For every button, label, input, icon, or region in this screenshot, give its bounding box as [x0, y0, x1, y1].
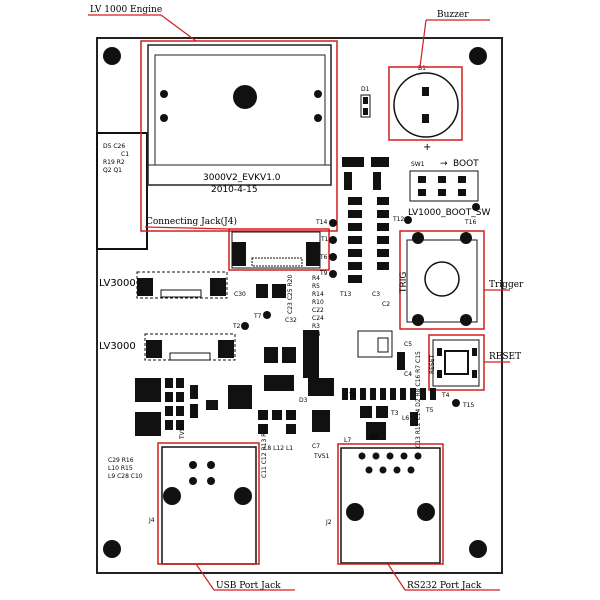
j4-pins: [251, 257, 303, 267]
u3-label: U3: [370, 434, 378, 441]
t2-label: T2: [232, 323, 241, 330]
boot-sw-label: LV1000_BOOT_SW: [408, 208, 490, 218]
svg-text:Connecting Jack(J4): Connecting Jack(J4): [146, 216, 237, 227]
callout-buzzer: Buzzer: [419, 10, 490, 68]
d1-label: D1: [361, 86, 370, 93]
j4-highlight: [228, 228, 330, 271]
callout-engine: LV 1000 Engine: [88, 5, 197, 42]
l6-label: L6: [402, 415, 409, 422]
mounting-hole: [103, 540, 121, 558]
d3-label: D3: [299, 397, 308, 404]
l7-label: L7: [344, 437, 351, 444]
left-block-line-3: R19 R2: [103, 159, 125, 166]
left-connector-block: [96, 132, 148, 250]
left-block-line-4: Q2 Q1: [103, 167, 122, 174]
c32-label: C32: [285, 317, 297, 324]
svg-text:Trigger: Trigger: [489, 280, 524, 290]
c22-label: C22: [312, 307, 324, 314]
trigger-button[interactable]: [424, 261, 460, 297]
boot-switch: [409, 170, 479, 202]
t13-label: T13: [339, 291, 351, 298]
c3-label: C3: [372, 291, 380, 298]
engine-date-label: 2010-4-15: [211, 185, 258, 195]
c5-label: C5: [404, 341, 412, 348]
t1-label: T1: [320, 236, 329, 243]
t7-label: T7: [253, 313, 262, 320]
boot-label: BOOT: [453, 159, 479, 169]
reset-button[interactable]: [444, 350, 469, 375]
c24-label: C24: [312, 315, 324, 322]
buzzer-body: [393, 72, 459, 138]
rs232-pins: [358, 452, 422, 474]
r5-label: R5: [312, 283, 320, 290]
svg-text:RESET: RESET: [489, 352, 521, 362]
reset-silk-label: RESET: [429, 354, 436, 374]
t14-label: T14: [315, 219, 327, 226]
tvs1-label: TVS1: [313, 453, 330, 460]
lv3000-label-b: LV3000: [99, 341, 136, 352]
engine-model-label: 3000V2_EVKV1.0: [203, 173, 281, 183]
mounting-hole: [103, 47, 121, 65]
right-bottom-labels: C13 R12 C14 D2 R8 C16 R7 C15: [415, 351, 422, 448]
c7-label: C7: [312, 443, 320, 450]
bottom-left-line-2: L10 R15: [108, 465, 133, 472]
r4-label: R4: [312, 275, 320, 282]
svg-text:USB Port Jack: USB Port Jack: [216, 581, 281, 591]
t12-label: T12: [392, 216, 404, 223]
callout-connecting-jack: Connecting Jack(J4): [144, 216, 237, 230]
t16-label: T16: [464, 219, 476, 226]
j4-label: J4: [148, 517, 155, 524]
t9-label: T9: [319, 270, 328, 277]
t6-label: T6: [319, 254, 328, 261]
trigger-button-frame: [399, 230, 485, 330]
right-lower-components: [342, 388, 436, 440]
t5-label: T5: [425, 407, 434, 414]
r-cluster-label: C23 C25 R20: [287, 275, 294, 314]
r3-label: R3: [312, 323, 320, 330]
svg-text:RS232 Port Jack: RS232 Port Jack: [407, 581, 482, 591]
bottom-left-line-3: L9 C28 C10: [108, 473, 143, 480]
j2-label: J2: [325, 519, 332, 526]
engine-lens: [233, 85, 257, 109]
sw1-label: SW1: [411, 161, 425, 168]
c30-label: C30: [234, 291, 246, 298]
l-group-label: L8 L12 L1: [264, 445, 293, 452]
bottom-left-line-1: C29 R16: [108, 457, 134, 464]
engine-module-inner: [154, 54, 326, 166]
engine-highlight: [140, 40, 338, 232]
left-middle-components: [135, 330, 334, 436]
r10-label: R10: [312, 299, 324, 306]
center-components: [342, 157, 389, 283]
t15-label: T15: [462, 402, 474, 409]
r14-label: R14: [312, 291, 324, 298]
c2-label: C2: [382, 301, 390, 308]
usb-highlight: [157, 442, 260, 565]
left-block-line-2: C1: [121, 151, 129, 158]
callout-reset: RESET: [484, 352, 521, 363]
b1-label: B1: [418, 65, 426, 72]
left-block-line-1: D5 C26: [103, 143, 125, 150]
trig-label: TRIG: [399, 272, 409, 294]
svg-text:→: →: [440, 159, 448, 169]
t4-label: T4: [441, 392, 450, 399]
tvs2-label: TVS2: [179, 423, 186, 440]
plus-symbol: +: [423, 142, 431, 153]
c11-group-label: C11 C12 R13 R11: [261, 425, 268, 478]
buzzer-highlight: [388, 66, 463, 141]
mounting-hole: [469, 47, 487, 65]
t3-label: T3: [390, 410, 399, 417]
c4-label: C4: [404, 371, 412, 378]
svg-text:LV 1000 Engine: LV 1000 Engine: [90, 5, 162, 15]
mounting-hole: [469, 540, 487, 558]
callout-rs232: RS232 Port Jack: [387, 563, 500, 591]
lv3000-label-a: LV3000: [99, 278, 136, 289]
callout-trigger: Trigger: [484, 280, 524, 291]
t8-label: T8: [348, 392, 357, 399]
callout-usb: USB Port Jack: [195, 563, 295, 591]
svg-text:Buzzer: Buzzer: [437, 10, 469, 20]
rs232-highlight: [337, 443, 444, 565]
